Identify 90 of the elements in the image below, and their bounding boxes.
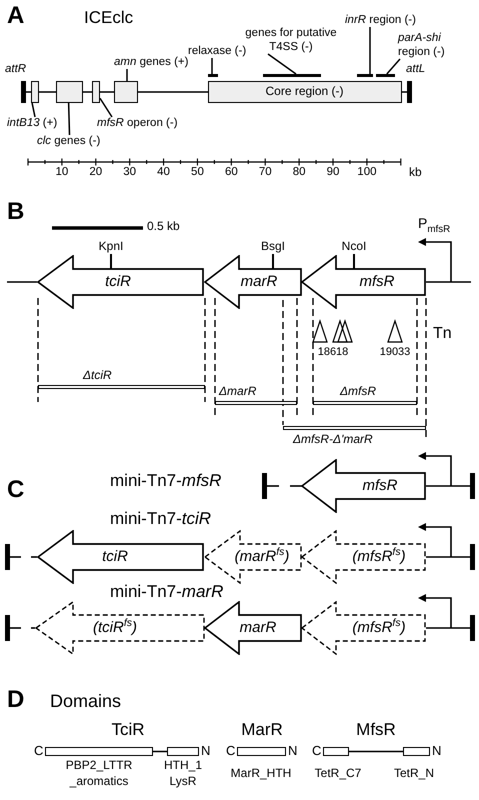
gene-cluster-box [56,81,83,103]
dna-line [100,91,114,93]
panel-letter: A [7,2,24,30]
terminus-label: C [312,744,322,759]
dna-line [83,91,92,93]
linker-line [349,750,403,752]
axis-tick-label: 80 [292,166,306,180]
restriction-site-label: KpnI [98,240,124,254]
gene-cluster-box [114,81,138,103]
insertion-site-label: 19033 [380,346,410,359]
region-label: relaxase (-) [188,45,246,58]
region-label: intB13 (+) [7,117,58,130]
gene-name: (marR$^{fs}$) [234,548,290,566]
panel-letter: D [7,686,24,714]
axis-tick-label: 70 [258,166,272,180]
axis-tick-label: 30 [123,166,136,180]
protein-name: TciR [111,720,145,740]
att-site-label: attR [5,63,26,76]
region-label: clc genes (-) [37,135,100,148]
deletion-label: ΔtciR [83,369,112,383]
feature-bar [376,74,395,77]
att-site-label: attL [406,63,426,76]
promoter-label: P$_{mfsR}$ [418,215,450,232]
gene-name: marR [240,619,276,637]
region-label: mfsR operon (-) [97,117,178,130]
terminus-label: N [201,744,210,759]
region-label: Core region (-) [265,84,344,98]
gene-name: (tciR$^{fs}$) [93,619,137,637]
terminus-label: C [34,744,44,759]
gene-name: mfsR [362,477,398,495]
axis-tick-label: 90 [326,166,340,180]
panel-heading: Domains [50,691,122,712]
leader-line [369,27,371,74]
terminus-label: N [288,744,298,759]
gene-name: (mfsR$^{fs}$) [352,548,406,566]
leader-line [386,58,401,74]
dna-line [26,91,31,93]
terminus-label: C [226,744,236,759]
scale-bar-label: 0.5 kb [147,220,180,234]
terminus-label: N [432,744,442,759]
restriction-site-label: BsgI [260,240,285,254]
axis-tick-label: 50 [191,166,204,180]
region-label: parA-shi region (-) [398,32,452,60]
domain-label: TetR_N [394,767,434,781]
map-title: ICEclc [84,8,134,28]
feature-bar [208,74,218,77]
protein-name: MarR [241,720,283,740]
domain-label: TetR_C7 [314,767,362,781]
insertion-site-label: 18618 [318,346,348,359]
gene-name: tciR [102,548,128,566]
axis-tick-label: 100 [357,166,376,180]
gene-cluster-box [92,81,100,103]
panel-letter: B [7,198,24,226]
leader-line [126,69,128,81]
leader-line [31,102,36,118]
transposon-label: Tn [433,325,452,344]
leader-line [68,102,70,136]
linker-line [153,750,167,752]
domain-label: HTH_1 LysR [162,757,203,789]
deletion-label: ΔmarR [219,385,256,399]
dna-line [138,91,208,93]
core-region-box [208,81,402,103]
deletion-label: ΔmfsR-Δ'marR [293,433,373,447]
gene-name: marR [240,273,278,291]
feature-bar [263,74,321,77]
dna-line [402,91,407,93]
gene-name: tciR [105,273,131,291]
region-label: inrR region (-) [345,14,416,28]
restriction-site-label: NcoI [342,240,366,254]
feature-bar [357,74,373,77]
leader-line [99,98,113,118]
deletion-label: ΔmfsR [340,385,376,399]
region-label: amn genes (+) [114,56,188,70]
leader-line [211,58,213,74]
axis-tick-label: 40 [157,166,170,180]
construct-label: mini-Tn7-tciR [110,509,212,529]
domain-label: PBP2_LTTR _aromatics [64,757,134,789]
axis-tick-label: 10 [55,166,68,180]
gene-name: (mfsR$^{fs}$) [352,619,406,637]
protein-name: MfsR [356,720,396,740]
axis-tick-label: 60 [224,166,238,180]
axis-unit-label: kb [409,166,422,180]
construct-label: mini-Tn7-mfsR [110,471,222,491]
domain-label: MarR_HTH [230,767,292,781]
panel-letter: C [7,476,24,504]
construct-label: mini-Tn7-marR [110,582,224,602]
axis-tick-label: 20 [89,166,102,180]
dna-line [39,91,56,93]
gene-cluster-box [31,81,39,103]
gene-name: mfsR [360,273,394,291]
